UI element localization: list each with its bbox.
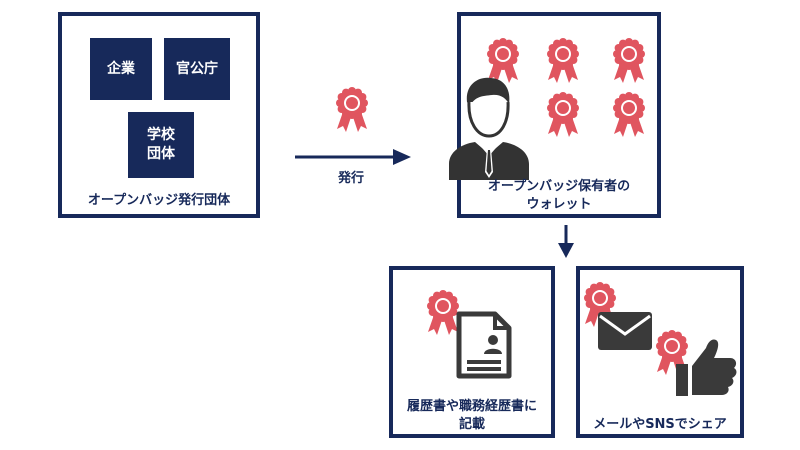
school-label-line1: 学校	[147, 127, 175, 144]
share-frame: メールやSNSでシェア	[576, 266, 744, 438]
share-caption: メールやSNSでシェア	[593, 417, 727, 432]
resume-caption-line2: 記載	[458, 417, 485, 432]
resume-frame: 履歴書や職務経歴書に 記載	[389, 266, 555, 438]
badge-icon	[336, 87, 368, 132]
person-icon	[449, 77, 529, 180]
wallet-caption-line2: ウォレット	[526, 197, 592, 212]
document-icon	[456, 311, 512, 379]
wallet-frame: オープンバッジ保有者の ウォレット	[449, 12, 661, 218]
government-label: 官公庁	[176, 60, 218, 77]
arrow-down-icon	[558, 225, 574, 258]
company-box: 企業	[90, 38, 152, 100]
issuer-group-frame: 企業 官公庁 学校 団体 オープンバッジ発行団体	[58, 12, 260, 218]
wallet-caption-line1: オープンバッジ保有者の	[487, 179, 631, 194]
school-box: 学校 団体	[128, 112, 194, 178]
mail-icon	[598, 312, 652, 350]
government-box: 官公庁	[164, 38, 230, 100]
arrow-right-icon	[295, 149, 411, 165]
badge-icon	[613, 92, 645, 137]
school-label-line2: 団体	[147, 146, 175, 162]
thumbs-up-icon	[676, 339, 737, 396]
badge-icon	[613, 38, 645, 83]
company-label: 企業	[107, 60, 135, 77]
resume-caption-line1: 履歴書や職務経歴書に	[406, 399, 537, 414]
issuer-group-caption: オープンバッジ発行団体	[87, 193, 231, 208]
issue-arrow-label: 発行	[338, 171, 365, 186]
badge-icon	[547, 92, 579, 137]
badge-icon	[547, 38, 579, 83]
